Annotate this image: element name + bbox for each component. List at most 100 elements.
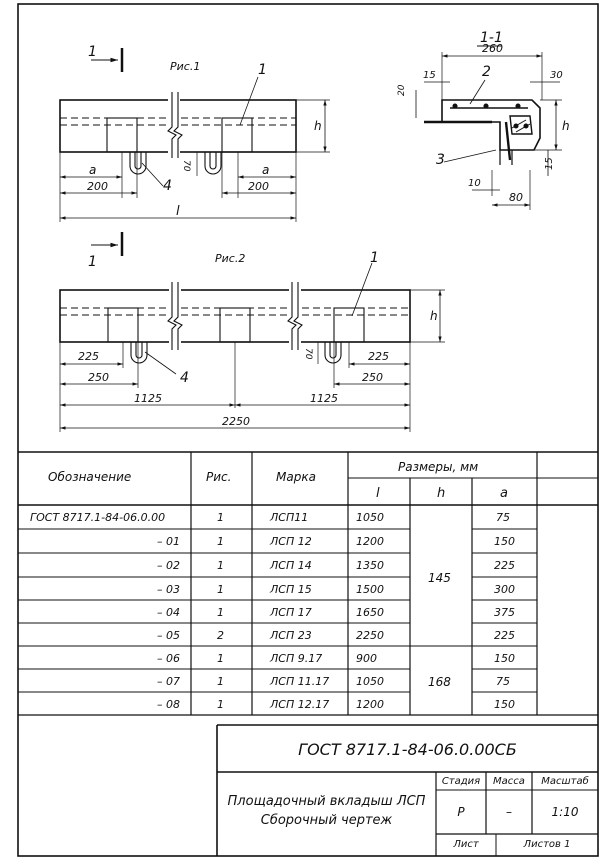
fig1-title: Рис.1 [170,60,200,73]
section-title: 1-1 [480,30,503,46]
stage-label: Стадия [441,776,481,787]
section-dim-30: 30 [550,70,563,81]
cell-a: 75 [496,511,510,524]
cell-a: 300 [494,583,515,596]
mass-label: Масса [493,776,525,787]
cell-a: 75 [496,675,510,688]
header-fig: Рис. [206,470,232,484]
header-a: a [500,486,508,501]
title-block-grid [216,724,598,856]
scale-label: Масштаб [541,776,589,787]
sheet-frame [17,3,599,857]
cell-fig: 2 [217,629,224,642]
section-callout-3: 3 [436,152,445,168]
section-1-1-view [415,45,562,210]
section-dim-15-bottom: 15 [544,157,555,170]
fig1-labels: Рис.1 1 1 4 h a a 200 200 l 70 [87,44,322,219]
header-l: l [376,486,380,501]
cell-l: 1500 [356,583,384,596]
cell-l: 1350 [356,559,384,572]
cell-designation: – 05 [157,629,180,642]
cell-mark: ЛСП 12 [270,535,312,548]
sheets-count-label: Листов 1 [523,839,571,850]
header-mark: Марка [276,470,316,484]
cell-l: 1200 [356,698,384,711]
fig2-labels: Рис.2 1 1 4 h 225 225 250 250 1125 1125 … [78,250,438,428]
cell-l: 1200 [356,535,384,548]
section-callout-2: 2 [482,64,491,80]
spec-table-grid [18,451,598,716]
cell-designation: – 04 [157,606,180,619]
cell-fig: 1 [217,511,224,524]
cell-l: 900 [356,652,377,665]
cell-designation: – 03 [157,583,180,596]
fig1-callout-1: 1 [258,62,267,78]
cell-designation: ГОСТ 8717.1-84-06.0.00 [30,511,166,524]
cell-l: 1050 [356,511,384,524]
cell-fig: 1 [217,606,224,619]
cell-a: 375 [494,606,515,619]
fig1-callout-4: 4 [163,178,172,194]
scale-value: 1:10 [551,805,579,819]
stage-value: Р [457,805,465,819]
fig2-dim-1125-left: 1125 [134,392,162,405]
cell-fig: 1 [217,652,224,665]
fig1-dim-a-right: a [262,163,269,177]
cell-mark: ЛСП 9.17 [270,652,323,665]
cell-mark: ЛСП11 [270,511,309,524]
sheet-label: Лист [453,839,479,850]
section-dim-20: 20 [397,84,407,96]
cell-h-group-2: 168 [428,675,451,689]
cell-fig: 1 [217,583,224,596]
cell-mark: ЛСП 23 [270,629,312,642]
cell-l: 2250 [356,629,384,642]
fig2-dim-70: 70 [303,348,313,360]
header-h: h [437,486,446,501]
cell-fig: 1 [217,559,224,572]
cell-mark: ЛСП 12.17 [270,698,330,711]
fig2-dim-225-left: 225 [78,350,99,363]
fig2-view [59,232,445,432]
cell-designation: – 01 [157,535,180,548]
cell-designation: – 02 [157,559,180,572]
cell-a: 225 [494,559,515,572]
fig1-view [59,48,330,222]
cell-mark: ЛСП 14 [270,559,312,572]
cell-a: 150 [494,535,515,548]
fig2-dim-250-left: 250 [88,371,109,384]
cell-mark: ЛСП 17 [270,606,312,619]
fig2-title: Рис.2 [215,252,245,265]
fig2-section-marker: 1 [88,254,97,270]
cell-fig: 1 [217,675,224,688]
cell-designation: – 07 [157,675,180,688]
fig2-dim-2250: 2250 [222,415,250,428]
section-1-1-labels: 1-1 260 15 30 20 h 15 10 80 2 3 [397,30,570,204]
fig2-dim-1125-right: 1125 [310,392,338,405]
cell-mark: ЛСП 11.17 [270,675,330,688]
section-dim-15-top: 15 [423,70,436,81]
header-designation: Обозначение [48,470,132,484]
cell-designation: – 06 [157,652,180,665]
fig2-dim-h: h [430,309,438,323]
fig1-dim-a-left: a [89,163,96,177]
fig2-callout-4: 4 [180,370,189,386]
fig2-dim-250-right: 250 [362,371,383,384]
fig2-dim-225-right: 225 [368,350,389,363]
section-dim-h: h [562,119,570,133]
cell-h-group-1: 145 [428,571,451,585]
cell-fig: 1 [217,535,224,548]
cell-a: 150 [494,698,515,711]
section-dim-80: 80 [509,191,523,204]
header-dims-title: Размеры, мм [398,460,479,474]
section-dim-10: 10 [468,178,481,189]
cell-fig: 1 [217,698,224,711]
fig1-dim-200-right: 200 [248,180,269,193]
mass-value: – [506,805,512,819]
fig2-callout-1: 1 [370,250,379,266]
cell-mark: ЛСП 15 [270,583,312,596]
fig1-dim-l: l [176,204,180,219]
fig1-section-marker: 1 [88,44,97,60]
cell-a: 225 [494,629,515,642]
